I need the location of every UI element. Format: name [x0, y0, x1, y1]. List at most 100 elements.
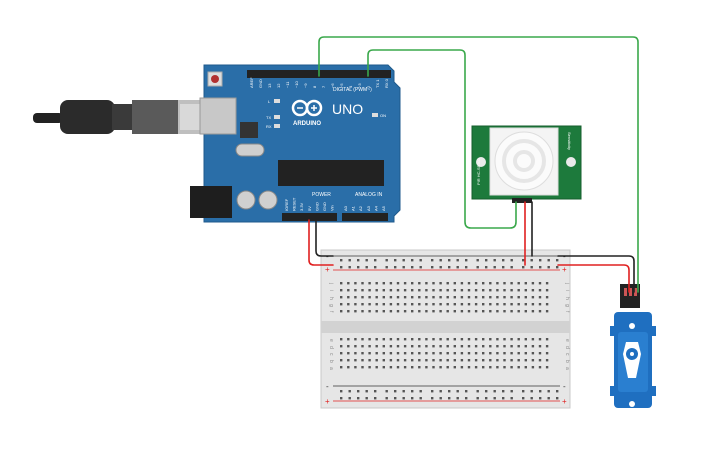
breadboard-hole[interactable]	[425, 296, 428, 299]
breadboard-hole[interactable]	[482, 282, 485, 285]
breadboard-hole[interactable]	[361, 352, 364, 355]
breadboard-hole[interactable]	[448, 259, 451, 262]
breadboard-hole[interactable]	[411, 366, 414, 369]
breadboard-hole[interactable]	[411, 397, 414, 400]
breadboard-hole[interactable]	[439, 366, 442, 369]
breadboard-hole[interactable]	[539, 266, 542, 269]
breadboard-hole[interactable]	[340, 289, 343, 292]
breadboard-hole[interactable]	[517, 303, 520, 306]
breadboard-hole[interactable]	[556, 397, 559, 400]
breadboard-hole[interactable]	[432, 338, 435, 341]
breadboard-hole[interactable]	[517, 296, 520, 299]
breadboard-hole[interactable]	[467, 310, 471, 313]
breadboard-hole[interactable]	[474, 289, 478, 292]
breadboard-hole[interactable]	[394, 390, 397, 393]
breadboard-hole[interactable]	[347, 310, 350, 313]
breadboard-hole[interactable]	[396, 310, 400, 313]
breadboard-hole[interactable]	[456, 259, 459, 262]
breadboard-hole[interactable]	[411, 303, 414, 306]
breadboard-hole[interactable]	[340, 338, 343, 341]
breadboard-hole[interactable]	[431, 259, 434, 262]
breadboard-hole[interactable]	[446, 338, 449, 341]
breadboard-hole[interactable]	[531, 282, 535, 285]
breadboard-hole[interactable]	[389, 282, 393, 285]
breadboard-hole[interactable]	[482, 338, 485, 341]
breadboard-hole[interactable]	[539, 390, 542, 393]
breadboard-hole[interactable]	[476, 397, 479, 400]
breadboard-hole[interactable]	[545, 352, 549, 355]
breadboard-hole[interactable]	[517, 289, 520, 292]
breadboard-hole[interactable]	[510, 282, 513, 285]
breadboard-hole[interactable]	[432, 359, 435, 362]
breadboard-hole[interactable]	[531, 352, 535, 355]
breadboard-hole[interactable]	[389, 310, 393, 313]
breadboard-hole[interactable]	[467, 289, 471, 292]
breadboard-hole[interactable]	[361, 338, 364, 341]
breadboard-hole[interactable]	[482, 352, 485, 355]
breadboard-hole[interactable]	[439, 345, 442, 348]
breadboard-hole[interactable]	[465, 390, 468, 393]
breadboard-hole[interactable]	[460, 359, 464, 362]
breadboard-hole[interactable]	[396, 352, 400, 355]
breadboard-hole[interactable]	[446, 366, 449, 369]
breadboard-hole[interactable]	[396, 289, 400, 292]
breadboard-hole[interactable]	[375, 289, 378, 292]
breadboard-hole[interactable]	[503, 296, 506, 299]
breadboard-hole[interactable]	[531, 338, 535, 341]
breadboard-hole[interactable]	[448, 390, 451, 393]
breadboard-hole[interactable]	[439, 282, 442, 285]
breadboard-hole[interactable]	[467, 282, 471, 285]
breadboard-hole[interactable]	[432, 282, 435, 285]
breadboard-hole[interactable]	[418, 296, 421, 299]
breadboard-hole[interactable]	[524, 303, 527, 306]
breadboard-hole[interactable]	[482, 366, 485, 369]
breadboard-hole[interactable]	[382, 338, 385, 341]
breadboard-hole[interactable]	[545, 338, 549, 341]
breadboard-hole[interactable]	[530, 390, 533, 393]
breadboard-hole[interactable]	[489, 352, 492, 355]
breadboard-hole[interactable]	[348, 390, 351, 393]
breadboard-hole[interactable]	[347, 289, 350, 292]
breadboard-hole[interactable]	[385, 390, 388, 393]
breadboard-hole[interactable]	[489, 366, 492, 369]
breadboard-hole[interactable]	[411, 390, 414, 393]
breadboard-hole[interactable]	[368, 310, 371, 313]
breadboard-hole[interactable]	[453, 338, 456, 341]
breadboard-hole[interactable]	[432, 310, 435, 313]
breadboard-hole[interactable]	[482, 359, 485, 362]
breadboard-hole[interactable]	[439, 303, 442, 306]
breadboard-hole[interactable]	[347, 338, 350, 341]
breadboard-hole[interactable]	[446, 282, 449, 285]
breadboard-hole[interactable]	[467, 345, 471, 348]
breadboard-hole[interactable]	[547, 390, 550, 393]
breadboard-hole[interactable]	[432, 289, 435, 292]
breadboard-hole[interactable]	[530, 397, 533, 400]
breadboard-hole[interactable]	[368, 303, 371, 306]
breadboard-hole[interactable]	[485, 266, 488, 269]
breadboard-hole[interactable]	[524, 345, 527, 348]
breadboard-hole[interactable]	[375, 282, 378, 285]
breadboard-hole[interactable]	[425, 352, 428, 355]
breadboard-hole[interactable]	[510, 345, 513, 348]
breadboard-hole[interactable]	[510, 296, 513, 299]
breadboard-hole[interactable]	[474, 310, 478, 313]
breadboard-hole[interactable]	[439, 259, 442, 262]
breadboard-hole[interactable]	[425, 366, 428, 369]
breadboard-hole[interactable]	[460, 345, 464, 348]
breadboard-hole[interactable]	[439, 352, 442, 355]
breadboard-hole[interactable]	[340, 259, 343, 262]
breadboard-hole[interactable]	[476, 259, 479, 262]
breadboard-hole[interactable]	[411, 266, 414, 269]
breadboard-hole[interactable]	[418, 289, 421, 292]
breadboard-hole[interactable]	[524, 359, 527, 362]
breadboard-hole[interactable]	[531, 359, 535, 362]
breadboard-hole[interactable]	[531, 345, 535, 348]
breadboard-hole[interactable]	[482, 303, 485, 306]
breadboard-hole[interactable]	[396, 338, 400, 341]
analog-header[interactable]	[342, 213, 388, 221]
breadboard-hole[interactable]	[385, 397, 388, 400]
breadboard-hole[interactable]	[460, 303, 464, 306]
breadboard-hole[interactable]	[496, 352, 499, 355]
breadboard-hole[interactable]	[467, 338, 471, 341]
breadboard-hole[interactable]	[503, 282, 506, 285]
